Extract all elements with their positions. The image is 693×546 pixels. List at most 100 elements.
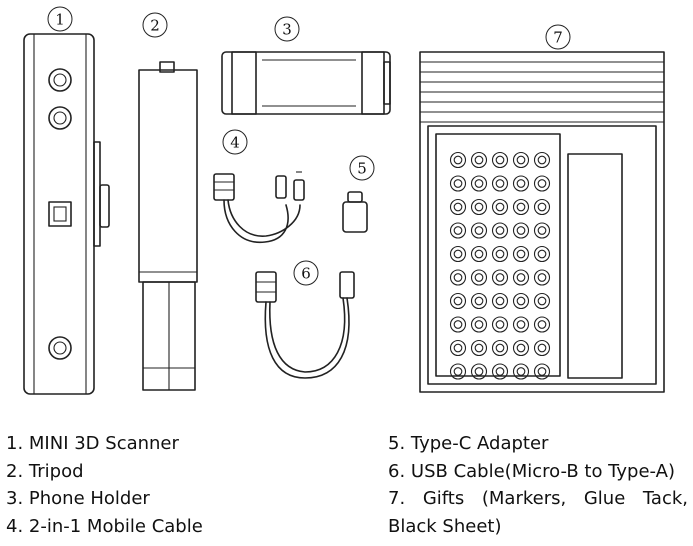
svg-text:6: 6 [301, 265, 311, 283]
svg-text:2: 2 [150, 17, 160, 35]
marker-dot-center [495, 343, 505, 353]
marker-dot [491, 269, 509, 286]
marker-dot [449, 316, 467, 333]
legend-item-mobile-cable: 4. 2-in-1 Mobile Cable [6, 515, 203, 537]
marker-dot-center [537, 273, 547, 282]
legend-right-column: 5. Type-C Adapter 6. USB Cable(Micro-B t… [388, 430, 688, 540]
marker-dot [491, 363, 509, 380]
marker-dot [512, 292, 530, 310]
marker-dot [470, 222, 488, 239]
legend-item-gifts-continued: Black Sheet) [388, 515, 502, 537]
marker-dot-center [537, 226, 547, 235]
callout-7: 7 [545, 24, 571, 50]
marker-dot-center [453, 320, 463, 329]
marker-dot [512, 198, 530, 216]
marker-dot-center [495, 296, 505, 306]
marker-dot [512, 339, 530, 357]
marker-dot [470, 292, 488, 310]
marker-dot-center [495, 155, 505, 165]
marker-dot [470, 269, 488, 286]
marker-dot [491, 151, 509, 169]
marker-dot-center [516, 320, 526, 329]
marker-dot-grid [449, 151, 551, 380]
marker-dot [533, 175, 551, 192]
marker-dot [512, 175, 530, 192]
marker-dot [449, 222, 467, 239]
marker-dot [491, 339, 509, 357]
marker-dot [512, 151, 530, 169]
mini-3d-scanner-drawing [23, 33, 110, 395]
marker-dot-center [453, 249, 463, 259]
marker-dot-center [537, 202, 547, 212]
marker-dot-center [474, 367, 484, 376]
marker-dot-center [537, 155, 547, 165]
marker-dot [533, 339, 551, 357]
legend-item-gifts: 7. Gifts (Markers, Glue Tack, [388, 488, 688, 509]
marker-dot [491, 292, 509, 310]
marker-dot-center [537, 249, 547, 259]
marker-dot-center [474, 320, 484, 329]
marker-dot-center [516, 367, 526, 376]
legend-left-column: 1. MINI 3D Scanner 2. Tripod 3. Phone Ho… [6, 430, 376, 540]
phone-holder-drawing [221, 51, 391, 115]
marker-dot [470, 175, 488, 192]
gifts-drawing [419, 51, 665, 393]
legend-item-scanner: 1. MINI 3D Scanner [6, 433, 179, 454]
legend-item-tripod: 2. Tripod [6, 460, 84, 482]
marker-dot-center [474, 296, 484, 306]
marker-dot-center [474, 273, 484, 282]
svg-text:5: 5 [357, 160, 367, 178]
marker-dot-center [453, 226, 463, 235]
marker-dot [449, 292, 467, 310]
svg-text:7: 7 [553, 29, 563, 47]
marker-dot-center [495, 249, 505, 259]
marker-dot-center [495, 367, 505, 376]
marker-dot [491, 316, 509, 333]
marker-dot-center [516, 226, 526, 235]
marker-dot-center [453, 179, 463, 188]
marker-dot-center [453, 296, 463, 306]
svg-text:3: 3 [282, 21, 292, 39]
marker-dot [533, 245, 551, 263]
marker-dot [491, 222, 509, 239]
marker-dot [533, 316, 551, 333]
marker-dot [470, 339, 488, 357]
marker-dot-center [516, 249, 526, 259]
marker-dot-center [537, 296, 547, 306]
marker-dot [449, 363, 467, 380]
marker-dot [533, 363, 551, 380]
marker-dot-center [495, 320, 505, 329]
marker-dot [533, 222, 551, 239]
legend-item-type-c-adapter: 5. Type-C Adapter [388, 433, 549, 454]
marker-dot [491, 175, 509, 192]
marker-dot-center [453, 343, 463, 353]
marker-dot [512, 316, 530, 333]
marker-dot-center [453, 273, 463, 282]
mobile-cable-drawing [213, 171, 305, 243]
callout-3: 3 [274, 16, 300, 42]
callout-6: 6 [293, 260, 319, 286]
marker-dot [533, 151, 551, 169]
marker-dot [470, 363, 488, 380]
marker-dot [512, 269, 530, 286]
tripod-drawing [138, 61, 198, 391]
marker-dot-center [516, 296, 526, 306]
marker-dot-center [495, 179, 505, 188]
marker-dot-center [495, 202, 505, 212]
marker-dot-center [537, 367, 547, 376]
marker-dot [470, 245, 488, 263]
marker-dot [512, 245, 530, 263]
svg-text:4: 4 [230, 134, 240, 152]
marker-dot-center [474, 343, 484, 353]
marker-dot [512, 222, 530, 239]
marker-dot-center [495, 226, 505, 235]
marker-dot-center [537, 343, 547, 353]
marker-dot-center [453, 367, 463, 376]
marker-dot-center [516, 155, 526, 165]
marker-dot [449, 151, 467, 169]
marker-dot-center [474, 179, 484, 188]
callout-4: 4 [222, 129, 248, 155]
marker-dot [491, 245, 509, 263]
marker-dot-center [537, 179, 547, 188]
marker-dot-center [537, 320, 547, 329]
